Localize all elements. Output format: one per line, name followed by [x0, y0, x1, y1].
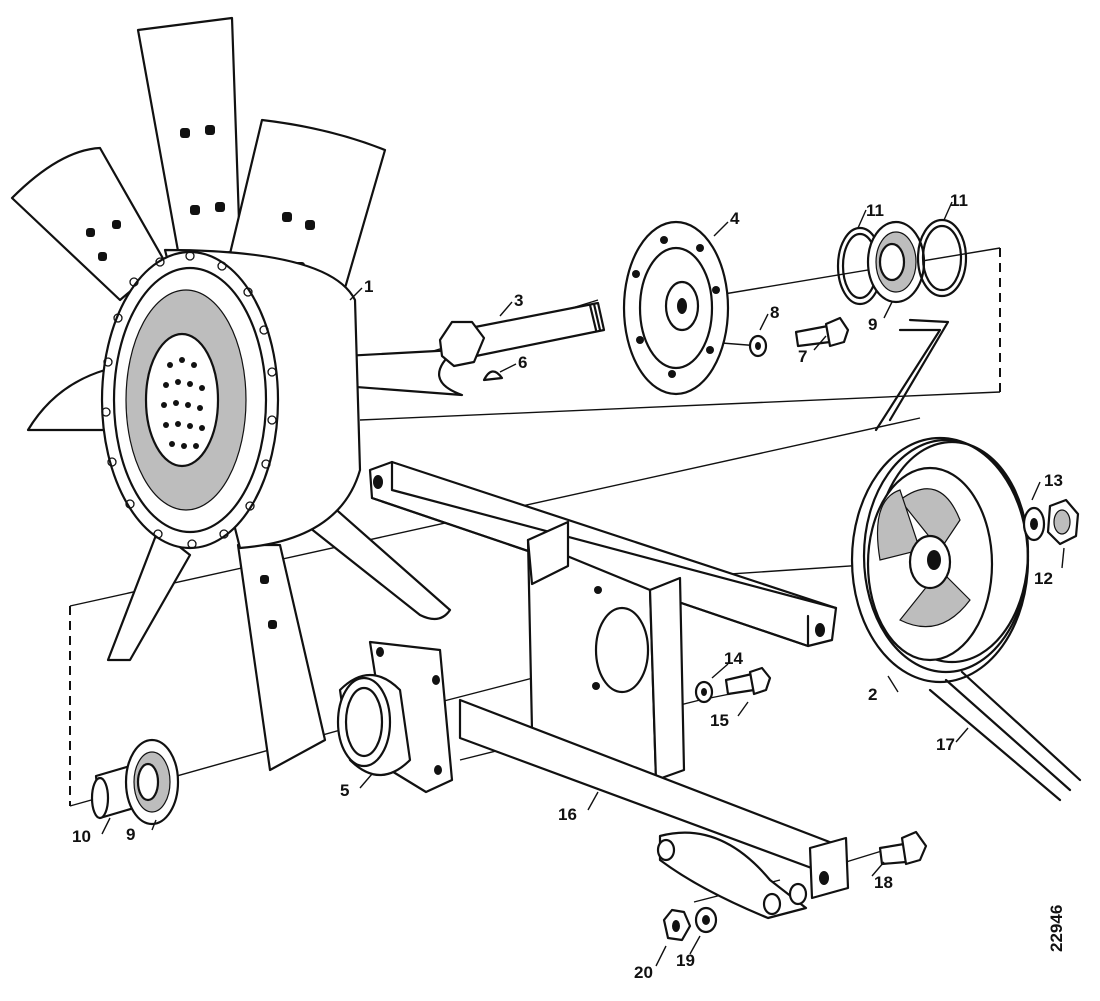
- callout-20: 20: [634, 963, 653, 982]
- callout-16: 16: [558, 805, 577, 824]
- callout-11-right: 11: [950, 191, 968, 210]
- bracket-frame-icon: [368, 460, 850, 920]
- callout-7: 7: [798, 347, 807, 366]
- fan-blade: [10, 146, 167, 302]
- woodruff-key-icon: [482, 370, 504, 382]
- flange-hub-icon: [622, 220, 730, 396]
- callout-10: 10: [72, 827, 91, 846]
- callout-11-left: 11: [866, 201, 884, 220]
- v-belt-icon: [874, 318, 1082, 802]
- callout-1: 1: [364, 277, 373, 296]
- callout-2: 2: [868, 685, 877, 704]
- callout-12: 12: [1034, 569, 1053, 588]
- screw-icon: [724, 666, 772, 696]
- pulley-icon: [850, 436, 1030, 684]
- callout-13: 13: [1044, 471, 1063, 490]
- callout-5: 5: [340, 781, 349, 800]
- circlip-icon: [916, 218, 968, 298]
- fan-blade: [136, 16, 242, 264]
- figure-id: 22946: [1047, 905, 1066, 952]
- fan-blade: [226, 118, 387, 290]
- washer-icon: [1022, 506, 1046, 542]
- callout-9-upper: 9: [868, 315, 877, 334]
- ball-bearing-icon: [124, 738, 180, 826]
- fan-assembly-icon: [10, 16, 464, 772]
- callout-3: 3: [514, 291, 523, 310]
- callout-leaders: [101, 201, 1065, 967]
- callout-labels: 1 2 3 4 5 6 7 8 9 9 10 11 11 12 13 14 15…: [72, 191, 1063, 982]
- spacer-sleeve-icon: [90, 764, 136, 820]
- washer-icon: [748, 334, 768, 358]
- fan-blade: [236, 543, 327, 772]
- callout-6: 6: [518, 353, 527, 372]
- shaft-icon: [438, 301, 606, 368]
- bearing-housing-icon: [336, 640, 454, 794]
- callout-17: 17: [936, 735, 955, 754]
- screw-icon: [794, 316, 850, 348]
- ball-bearing-icon: [866, 220, 926, 304]
- callout-14: 14: [724, 649, 743, 668]
- callout-9-lower: 9: [126, 825, 135, 844]
- callout-19: 19: [676, 951, 695, 970]
- washer-icon: [694, 906, 718, 934]
- callout-4: 4: [730, 209, 740, 228]
- screw-icon: [878, 830, 928, 866]
- callout-18: 18: [874, 873, 893, 892]
- callout-8: 8: [770, 303, 779, 322]
- washer-icon: [694, 680, 714, 704]
- callout-15: 15: [710, 711, 729, 730]
- nut-icon: [1046, 498, 1080, 546]
- nut-icon: [662, 908, 692, 942]
